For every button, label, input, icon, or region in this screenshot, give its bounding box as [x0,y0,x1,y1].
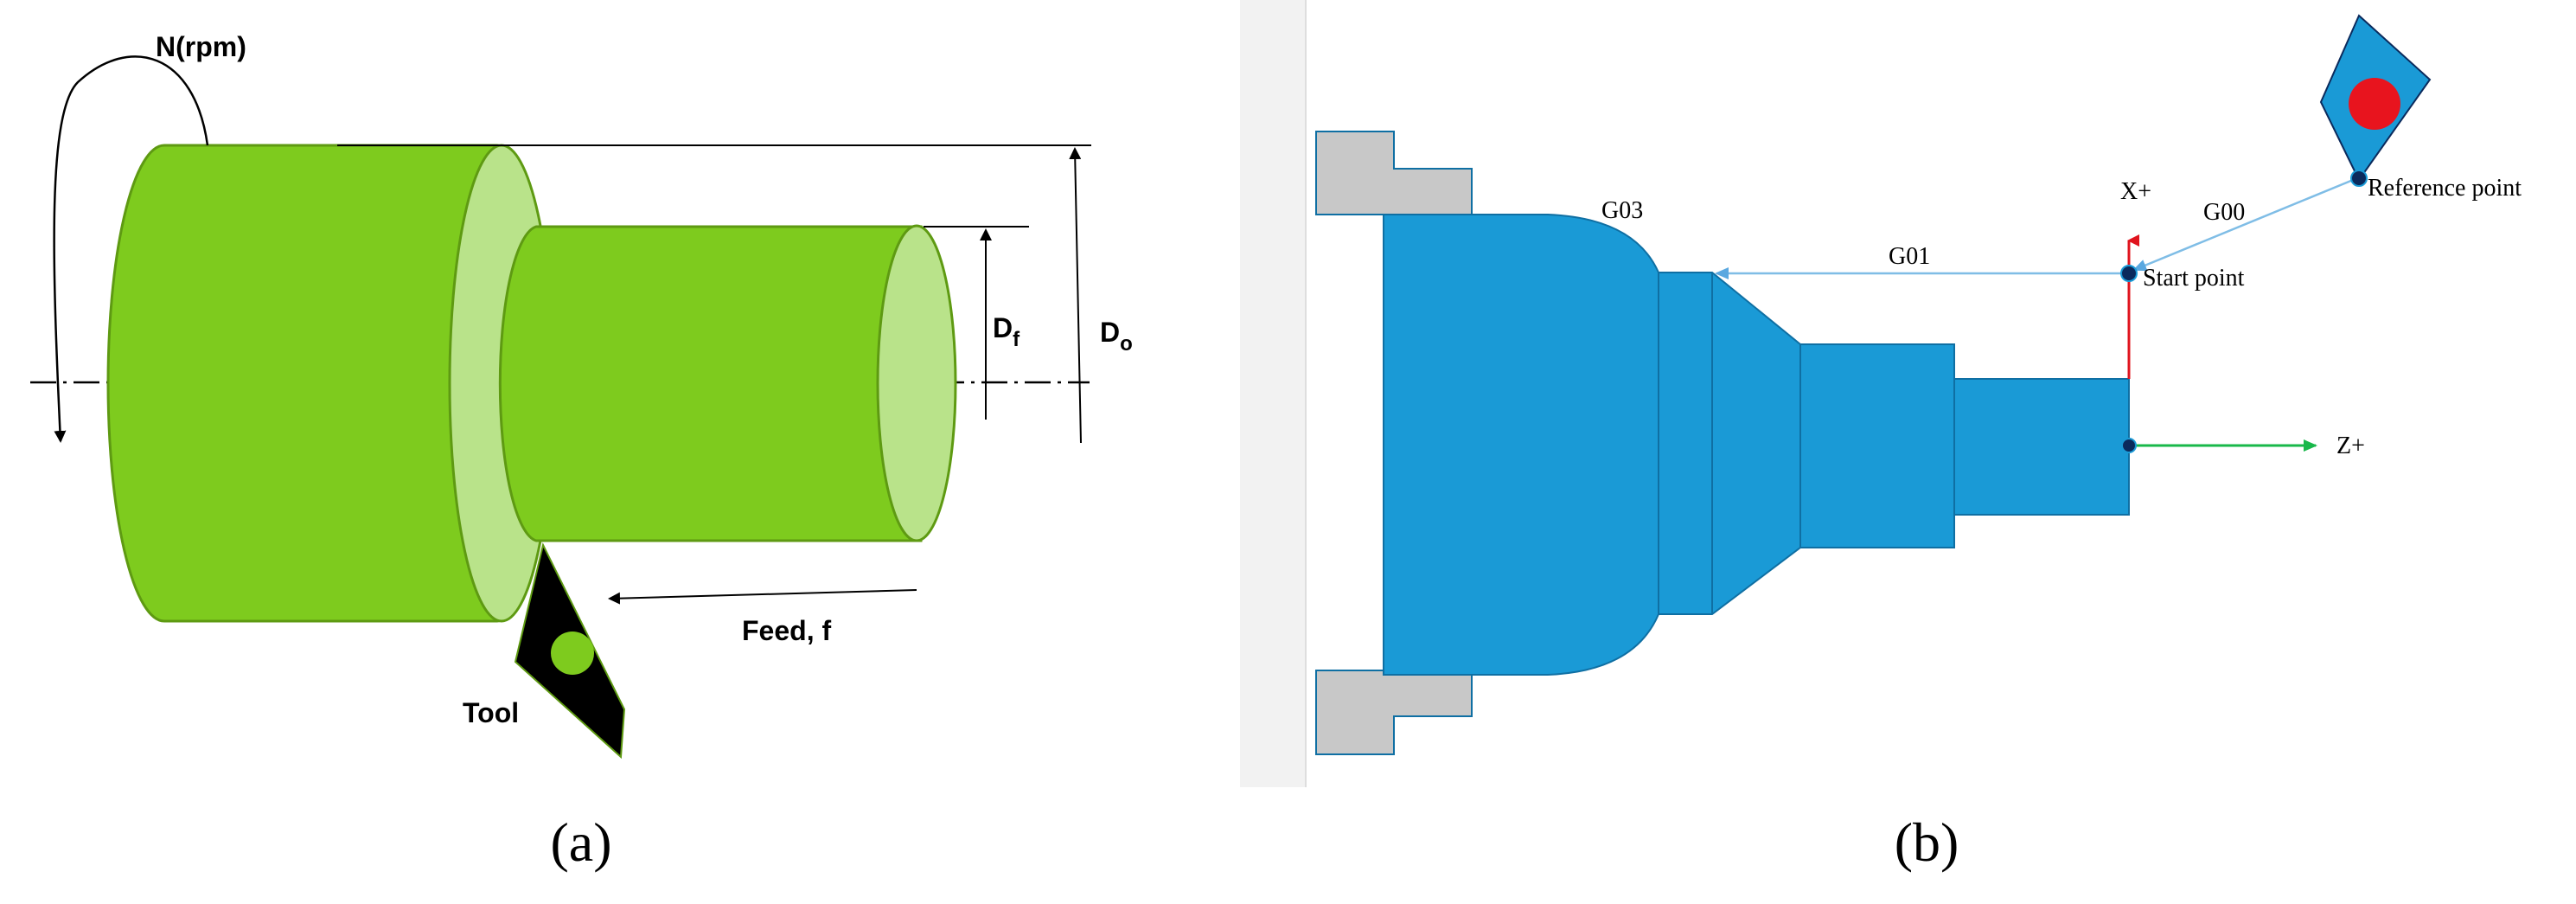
chuck-jaw-bottom [1315,670,1473,755]
z-axis-label: Z+ [2336,433,2365,459]
turned-part [1383,214,2130,676]
rotation-label: N(rpm) [156,31,246,62]
arc-label: G03 [1601,197,1643,224]
caption-b: (b) [1895,811,1959,873]
feed-arrow [608,589,917,605]
panel-b-margin [1240,0,1306,787]
reference-point-label: Reference point [2368,175,2522,202]
reference-point-marker [2350,170,2368,187]
start-point-marker [2120,265,2138,282]
panel-b: G03 G01 G00 X+ Z+ Start point Reference … [1240,0,2522,873]
start-point-label: Start point [2143,265,2245,292]
feed-label: Feed, f [742,615,831,646]
lathe-tool-insert [2349,78,2400,130]
x-axis-label: X+ [2120,178,2151,205]
tool-insert [551,632,594,675]
panel-a: N(rpm) Do Df Tool Feed, f (a) [30,31,1133,873]
df-label: Df [993,312,1020,351]
rotation-arrow [53,55,209,443]
rapid-label: G00 [2203,199,2245,226]
do-label: Do [1100,317,1133,356]
origin-marker [2121,438,2137,453]
do-dimension-arrow [1069,147,1082,444]
tool-label: Tool [463,697,519,728]
caption-a: (a) [550,811,611,873]
finished-cylinder [498,225,923,542]
finished-cylinder-face [876,224,957,542]
chuck-jaw-top [1315,131,1473,215]
g00-path-arrow [2132,176,2358,272]
linear-label: G01 [1889,243,1930,270]
